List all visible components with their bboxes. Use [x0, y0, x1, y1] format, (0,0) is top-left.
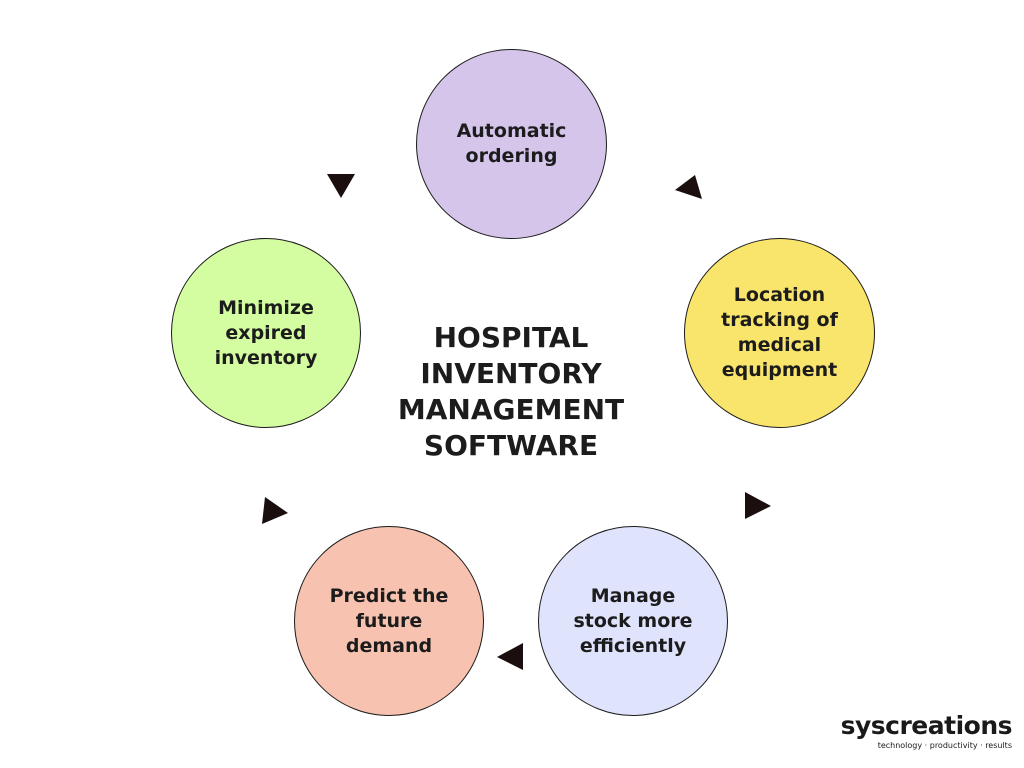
- arrow-predict-to-minimize: [262, 497, 288, 524]
- node-label: Minimize expired inventory: [214, 296, 318, 369]
- node-label: Predict the future demand: [329, 584, 449, 657]
- node-location-tracking: Location tracking of medical equipment: [684, 238, 875, 428]
- node-label: Location tracking of medical equipment: [721, 284, 838, 381]
- arrow-location-to-manage: [745, 492, 771, 519]
- node-label: Automatic ordering: [456, 120, 567, 167]
- node-predict-demand: Predict the future demand: [294, 526, 484, 716]
- node-label: Manage stock more efficiently: [573, 584, 693, 657]
- node-minimize-expired: Minimize expired inventory: [171, 238, 361, 428]
- syscreations-logo: syscreations technology · productivity ·…: [832, 711, 1013, 752]
- logo-name: syscreations: [840, 711, 1013, 740]
- arrow-manage-to-predict: [497, 643, 523, 670]
- logo-tagline: technology · productivity · results: [877, 741, 1012, 750]
- diagram-title: HOSPITAL INVENTORY MANAGEMENT SOFTWARE: [397, 321, 625, 462]
- arrow-minimize-to-automatic: [327, 174, 355, 198]
- arrow-automatic-to-location: [675, 175, 702, 199]
- node-automatic-ordering: Automatic ordering: [416, 49, 607, 239]
- node-manage-stock: Manage stock more efficiently: [538, 526, 728, 716]
